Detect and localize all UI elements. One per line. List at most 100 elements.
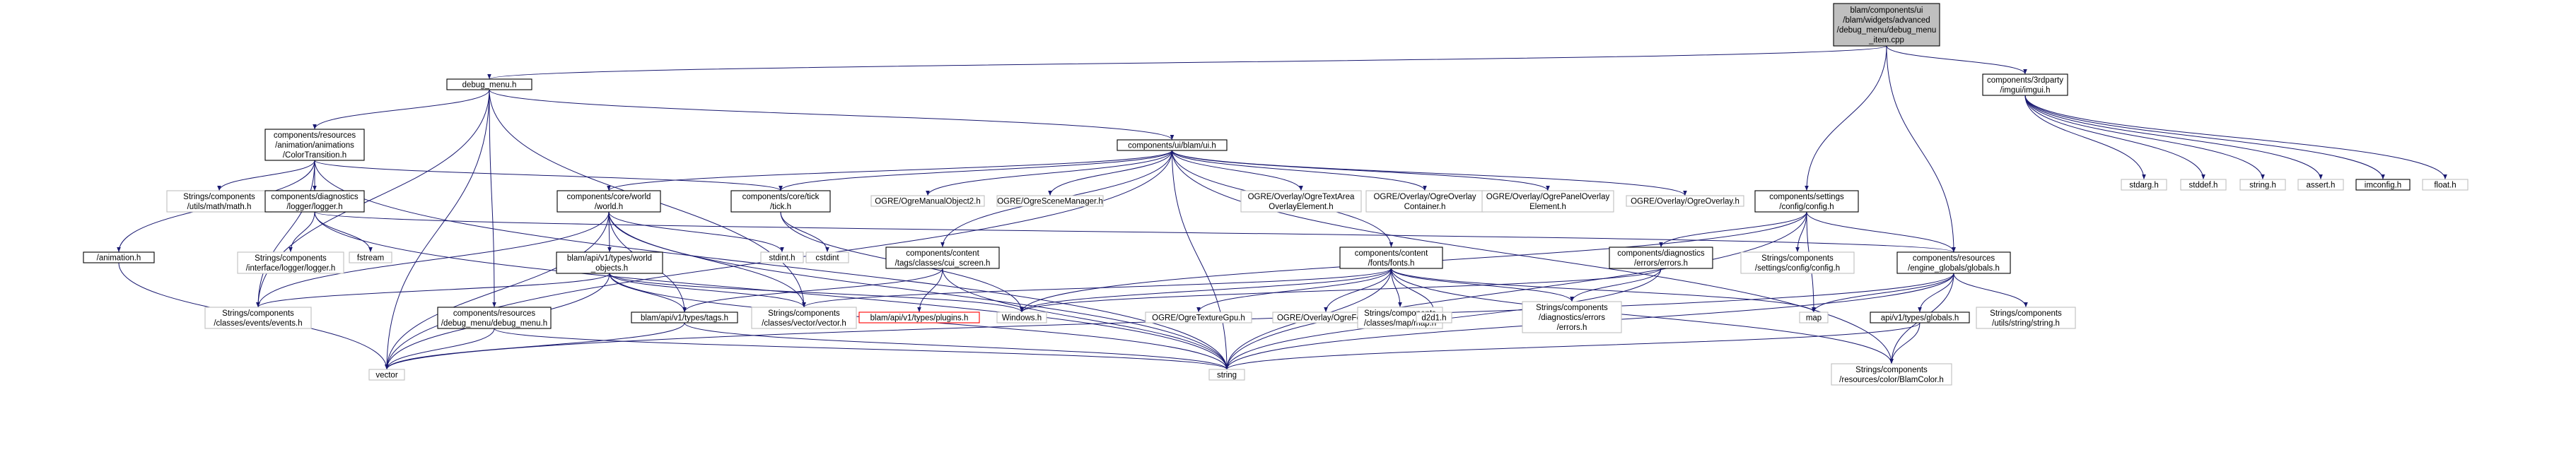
node-label-line: blam/api/v1/types/plugins.h (870, 314, 969, 323)
edge-ui_h-to-ogre_overlay (1172, 150, 1687, 196)
node-label-line: OGRE/Overlay/OgreTextArea (1248, 193, 1355, 201)
node-box (996, 311, 1047, 324)
edge-fonts_h-to-blamcolor_h (1391, 268, 1894, 364)
node-label-line: components/ui/blam/ui.h (1128, 142, 1216, 150)
node-label-line: vector (375, 372, 397, 380)
node-vector-h: Strings/components/classes/vector/vector… (751, 307, 857, 329)
node-label-line: OGRE/OgreSceneManager.h (997, 198, 1103, 206)
node-label-line: api/v1/types/globals.h (1881, 314, 1959, 323)
node-box (805, 251, 849, 263)
node-box (1896, 251, 2011, 274)
node-events-h: Strings/components/classes/events/events… (204, 307, 312, 329)
node-fstream: fstream (349, 251, 392, 263)
node-label-line: Strings/components (1990, 309, 2062, 318)
node-label-line: blam/api/v1/types/tags.h (641, 314, 728, 323)
file-nodes: blam/components/ui/blam/widgets/advanced… (83, 3, 2469, 386)
node-root[interactable]: blam/components/ui/blam/widgets/advanced… (1833, 3, 1940, 47)
node-plugins-h[interactable]: blam/api/v1/types/plugins.h (858, 311, 980, 324)
edge-imgui_h-to-float_h (2024, 95, 2447, 180)
edge-config_h-to-errors_h (1659, 211, 1807, 248)
node-stddef-h: stddef.h (2180, 179, 2227, 191)
node-box (996, 195, 1104, 207)
node-cui-screen-h[interactable]: components/content/tags/classes/cui_scre… (885, 247, 1000, 269)
node-settings-config-h: Strings/components/settings/config/confi… (1740, 251, 1855, 274)
node-tags-h[interactable]: blam/api/v1/types/tags.h (631, 311, 738, 324)
edge-fonts_h-to-map_h (1391, 268, 1402, 308)
node-label-line: Strings/components (255, 254, 327, 263)
node-label-line: components/resources (274, 131, 356, 140)
edge-cui_screen_h-to-string (942, 268, 1229, 370)
node-ui-h[interactable]: components/ui/blam/ui.h (1117, 139, 1228, 151)
edge-debug_menu_h-to-color_transition_h (313, 89, 490, 130)
node-api-globals-h[interactable]: api/v1/types/globals.h (1870, 311, 1970, 324)
edge-globals_h-to-utils_string_h (1953, 273, 2028, 308)
edge-imgui_h-to-assert_h (2024, 95, 2323, 180)
node-label-line: OGRE/OgreManualObject2.h (875, 198, 981, 206)
node-windows-h: Windows.h (996, 311, 1047, 324)
node-color-transition-h[interactable]: components/resources/animation/animation… (264, 129, 365, 161)
node-label-line: /engine_globals/globals.h (1908, 264, 2000, 273)
node-box (1416, 311, 1452, 324)
node-box (1870, 311, 1970, 324)
node-label-line: /tags/classes/cui_screen.h (895, 259, 991, 268)
node-box (870, 195, 985, 207)
node-box (166, 190, 272, 213)
edge-fonts_h-to-ogre_font (1324, 268, 1392, 313)
node-cstdint: cstdint (805, 251, 849, 263)
node-globals-h[interactable]: components/resources/engine_globals/glob… (1896, 251, 2011, 274)
node-world-h[interactable]: components/core/world/world.h (556, 190, 661, 213)
node-map: map (1799, 311, 1829, 324)
edge-world_objects_h-to-vector_h (609, 273, 806, 308)
node-fonts-h[interactable]: components/content/fonts/fonts.h (1339, 247, 1443, 269)
node-label-line: /settings/config/config.h (1755, 264, 1840, 273)
node-blamcolor-h: Strings/components/resources/color/BlamC… (1831, 363, 1952, 386)
node-label-line: _objects.h (590, 264, 628, 273)
edge-tick_h-to-cstdint (780, 211, 829, 253)
node-tick-h[interactable]: components/core/tick/tick.h (730, 190, 831, 213)
node-box (264, 190, 365, 213)
node-label-line: /resources/color/BlamColor.h (1839, 376, 1944, 384)
node-config-h[interactable]: components/settings/config/config.h (1754, 190, 1859, 213)
node-animation-h[interactable]: /animation.h (83, 251, 155, 263)
node-box (1976, 307, 2076, 329)
node-label-line: components/resources (453, 309, 536, 318)
node-stdint-h: stdint.h (760, 251, 804, 263)
node-label-line: components/3rdparty (1987, 76, 2063, 85)
edge-tags_h-to-vector (385, 322, 685, 370)
node-imconfig-h[interactable]: imconfig.h (2355, 179, 2411, 191)
node-label-line: components/core/tick (742, 193, 820, 201)
node-box (1145, 311, 1252, 324)
node-label-line: /debug_menu/debug_menu (1837, 26, 1937, 35)
node-box (1339, 247, 1443, 269)
node-label-line: /classes/vector/vector.h (762, 319, 846, 328)
node-assert-h: assert.h (2297, 179, 2344, 191)
edge-world_h-to-events_h (256, 211, 610, 308)
node-box (1626, 195, 1744, 207)
edge-logger_h-to-fstream (314, 211, 373, 253)
edge-root-to-globals_h (1886, 45, 1956, 253)
node-box (1833, 3, 1940, 47)
node-box (631, 311, 738, 324)
edge-world_objects_h-to-windows_h (609, 273, 1024, 313)
node-label-line: debug_menu.h (462, 81, 517, 90)
node-box (2297, 179, 2344, 191)
node-label-line: OverlayElement.h (1269, 203, 1333, 211)
edge-root-to-imgui_h (1886, 45, 2027, 75)
node-imgui-h[interactable]: components/3rdparty/imgui/imgui.h (1982, 73, 2068, 96)
node-logger-h[interactable]: components/diagnostics/logger/logger.h (264, 190, 365, 213)
node-label-line: blam/components/ui (1851, 6, 1923, 15)
node-world-objects-h[interactable]: blam/api/v1/types/world_objects.h (556, 251, 663, 274)
node-vector: vector (368, 369, 405, 381)
node-label-line: Strings/components (1536, 304, 1608, 312)
edge-ui_h-to-blamcolor_h (1172, 150, 1894, 364)
node-debug-menu-h[interactable]: debug_menu.h (446, 78, 532, 90)
node-label-line: _item.cpp (1868, 36, 1904, 44)
node-box (556, 251, 663, 274)
node-errors-h[interactable]: components/diagnostics/errors/errors.h (1609, 247, 1713, 269)
node-box (1522, 301, 1622, 333)
node-math-h: Strings/components/utils/math/math.h (166, 190, 272, 213)
node-dm-resources-h[interactable]: components/resources/debug_menu/debug_me… (437, 307, 552, 329)
node-label-line: stdarg.h (2129, 182, 2159, 190)
